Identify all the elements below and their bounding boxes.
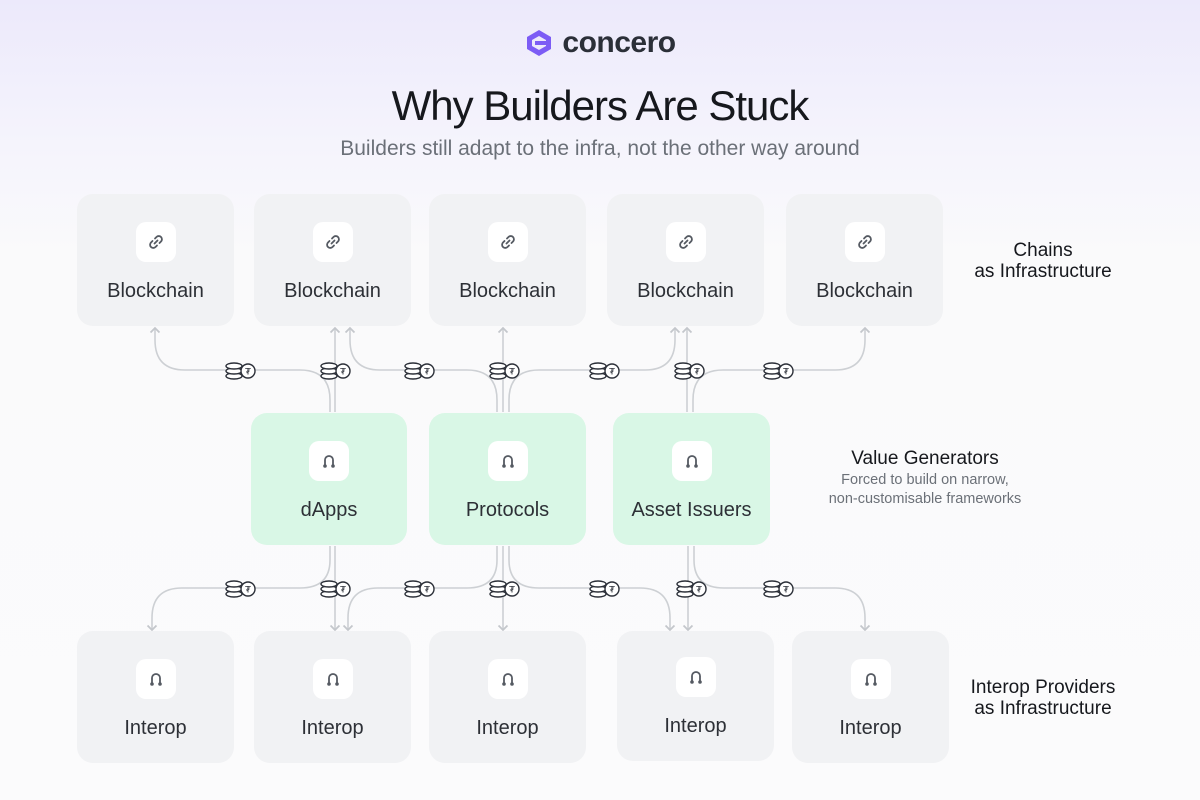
generators-desc-line2: non-customisable frameworks: [828, 491, 1022, 507]
interop-label: Interop: [301, 717, 364, 739]
arch-icon: [671, 441, 712, 481]
arch-icon: [487, 659, 528, 699]
interop-card-3[interactable]: Interop: [429, 631, 586, 763]
blockchain-card-1[interactable]: Blockchain: [77, 194, 234, 326]
coins-icon: ₮: [489, 362, 520, 380]
svg-text:₮: ₮: [783, 586, 789, 596]
arch-icon: [309, 441, 349, 481]
blockchain-card-2[interactable]: Blockchain: [254, 194, 411, 326]
arch-icon: [135, 659, 176, 699]
coins-icon: ₮: [320, 580, 351, 598]
coins-icon: ₮: [589, 362, 620, 380]
interop-row-label: Interop Providers as Infrastructure: [953, 677, 1133, 719]
coins-icon: ₮: [225, 580, 256, 598]
link-icon: [312, 222, 353, 262]
asset-issuers-label: Asset Issuers: [631, 499, 752, 521]
svg-text:₮: ₮: [245, 586, 251, 596]
blockchain-card-3[interactable]: Blockchain: [429, 194, 586, 326]
asset-issuers-card[interactable]: Asset Issuers: [613, 413, 770, 545]
dapps-label: dApps: [300, 499, 358, 521]
blockchain-label: Blockchain: [284, 280, 381, 302]
generators-desc-line1: Forced to build on narrow,: [841, 472, 1009, 488]
coins-icon: ₮: [404, 580, 435, 598]
arch-icon: [850, 659, 891, 699]
chains-label-line2: as Infrastructure: [974, 261, 1112, 282]
blockchain-label: Blockchain: [459, 280, 556, 302]
brand-name: concero: [562, 26, 676, 59]
interop-label: Interop: [124, 717, 187, 739]
svg-text:₮: ₮: [609, 586, 615, 596]
svg-text:₮: ₮: [509, 586, 515, 596]
svg-text:₮: ₮: [609, 368, 615, 378]
interop-label: Interop: [839, 717, 902, 739]
coins-icon: ₮: [763, 362, 794, 380]
chains-row-label: Chains as Infrastructure: [958, 240, 1128, 282]
interop-card-1[interactable]: Interop: [77, 631, 234, 763]
svg-text:₮: ₮: [424, 586, 430, 596]
protocols-card[interactable]: Protocols: [429, 413, 586, 545]
coins-icon: ₮: [225, 362, 256, 380]
interop-label-line1: Interop Providers: [970, 677, 1116, 698]
interop-card-5[interactable]: Interop: [792, 631, 949, 763]
concero-logo-icon: [527, 30, 552, 56]
arch-icon: [675, 657, 716, 697]
arch-icon: [487, 441, 528, 481]
coins-icon: ₮: [589, 580, 620, 598]
coins-icon: ₮: [674, 362, 705, 380]
blockchain-label: Blockchain: [107, 280, 204, 302]
link-icon: [844, 222, 885, 262]
protocols-label: Protocols: [465, 499, 550, 521]
blockchain-label: Blockchain: [816, 280, 913, 302]
svg-text:₮: ₮: [245, 368, 251, 378]
generators-label: Value Generators: [851, 448, 999, 469]
interop-card-2[interactable]: Interop: [254, 631, 411, 763]
svg-text:₮: ₮: [340, 368, 346, 378]
page-title: Why Builders Are Stuck: [391, 82, 810, 129]
svg-text:₮: ₮: [783, 368, 789, 378]
svg-text:₮: ₮: [340, 586, 346, 596]
interop-card-4[interactable]: Interop: [617, 631, 774, 761]
coins-icon: ₮: [489, 580, 520, 598]
generators-row-label: Value Generators Forced to build on narr…: [800, 448, 1050, 509]
coins-icon: ₮: [320, 362, 351, 380]
link-icon: [135, 222, 176, 262]
blockchain-label: Blockchain: [637, 280, 734, 302]
coins-icon: ₮: [763, 580, 794, 598]
brand-logo: concero: [0, 26, 1200, 60]
svg-text:₮: ₮: [424, 368, 430, 378]
link-icon: [665, 222, 706, 262]
coins-icon: ₮: [404, 362, 435, 380]
chains-label-line1: Chains: [1013, 240, 1073, 261]
svg-text:₮: ₮: [509, 368, 515, 378]
blockchain-card-5[interactable]: Blockchain: [786, 194, 943, 326]
page-subtitle: Builders still adapt to the infra, not t…: [340, 137, 860, 160]
interop-label-line2: as Infrastructure: [974, 698, 1112, 719]
interop-label: Interop: [664, 715, 727, 737]
dapps-card[interactable]: dApps: [251, 413, 407, 545]
link-icon: [487, 222, 528, 262]
svg-text:₮: ₮: [696, 586, 702, 596]
interop-label: Interop: [476, 717, 539, 739]
blockchain-card-4[interactable]: Blockchain: [607, 194, 764, 326]
svg-text:₮: ₮: [694, 368, 700, 378]
arch-icon: [312, 659, 353, 699]
coins-icon: ₮: [676, 580, 707, 598]
